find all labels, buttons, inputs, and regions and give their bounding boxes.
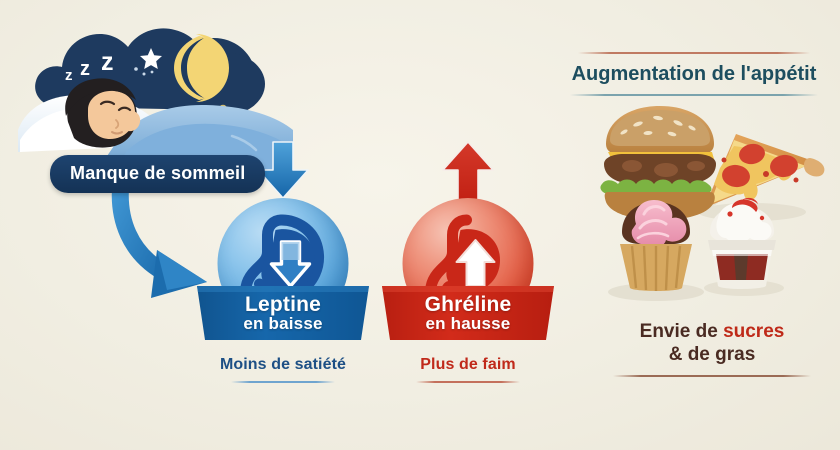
appetite-heading-text: Augmentation de l'appétit: [560, 63, 828, 86]
leptine-banner: Leptine en baisse: [197, 286, 369, 340]
craving-line1-prefix: Envie de: [639, 321, 724, 342]
appetite-rule-bottom: [570, 94, 818, 96]
sleep-deprivation-label: Manque de sommeil: [50, 155, 266, 193]
svg-text:z: z: [80, 58, 90, 80]
svg-text:z: z: [65, 67, 73, 84]
appetite-heading: Augmentation de l'appétit: [560, 52, 828, 96]
ghreline-rule: [416, 381, 520, 383]
junk-food-illustration: [584, 96, 836, 308]
craving-text: Envie de sucres & de gras: [584, 320, 840, 366]
ghreline-subtitle: Plus de faim: [420, 356, 516, 373]
star-icon: [140, 48, 162, 69]
up-arrow-ghreline: [378, 140, 558, 202]
crescent-moon-icon: [174, 34, 229, 102]
sleeping-head-icon: [65, 78, 141, 148]
down-arrow-inner-icon: [269, 240, 312, 288]
pizza-slice-icon: [704, 134, 825, 208]
ghreline-banner-line2: en hausse: [425, 314, 511, 334]
craving-rule: [613, 375, 811, 378]
dot-decor: [134, 67, 138, 71]
craving-line1-highlight: sucres: [723, 321, 785, 342]
leptine-orb: [217, 198, 349, 329]
leptine-orb-wrapper: [193, 198, 373, 330]
ghreline-banner-line1: Ghréline: [424, 292, 512, 316]
flow-arrow-sleep-to-leptine: [95, 178, 270, 308]
hormone-column-ghreline: Ghréline en hausse Plus de faim: [378, 140, 558, 383]
leptine-rule: [231, 381, 335, 383]
leptine-subtitle: Moins de satiété: [219, 356, 347, 373]
craving-line2: & de gras: [668, 344, 756, 366]
svg-text:z: z: [101, 48, 114, 76]
craving-caption: Envie de sucres & de gras: [584, 320, 840, 378]
zzz-text: z z z: [65, 48, 114, 84]
leptine-banner-line2: en baisse: [243, 314, 323, 334]
dessert-cup-icon: [708, 197, 776, 289]
leptine-banner-text: Leptine en baisse: [197, 286, 369, 340]
ghreline-banner-text: Ghréline en hausse: [382, 286, 554, 340]
appetite-heading-part1: Augmentation de: [571, 63, 741, 85]
appetite-heading-part2: l'appétit: [740, 63, 817, 85]
down-arrow-leptine: [193, 140, 373, 202]
ghreline-banner: Ghréline en hausse: [382, 286, 554, 340]
leptine-banner-line1: Leptine: [244, 292, 322, 316]
appetite-rule-top: [578, 52, 810, 54]
cupcake-icon: [620, 200, 692, 291]
hormone-column-leptine: Leptine en baisse Moins de satiété: [193, 140, 373, 383]
